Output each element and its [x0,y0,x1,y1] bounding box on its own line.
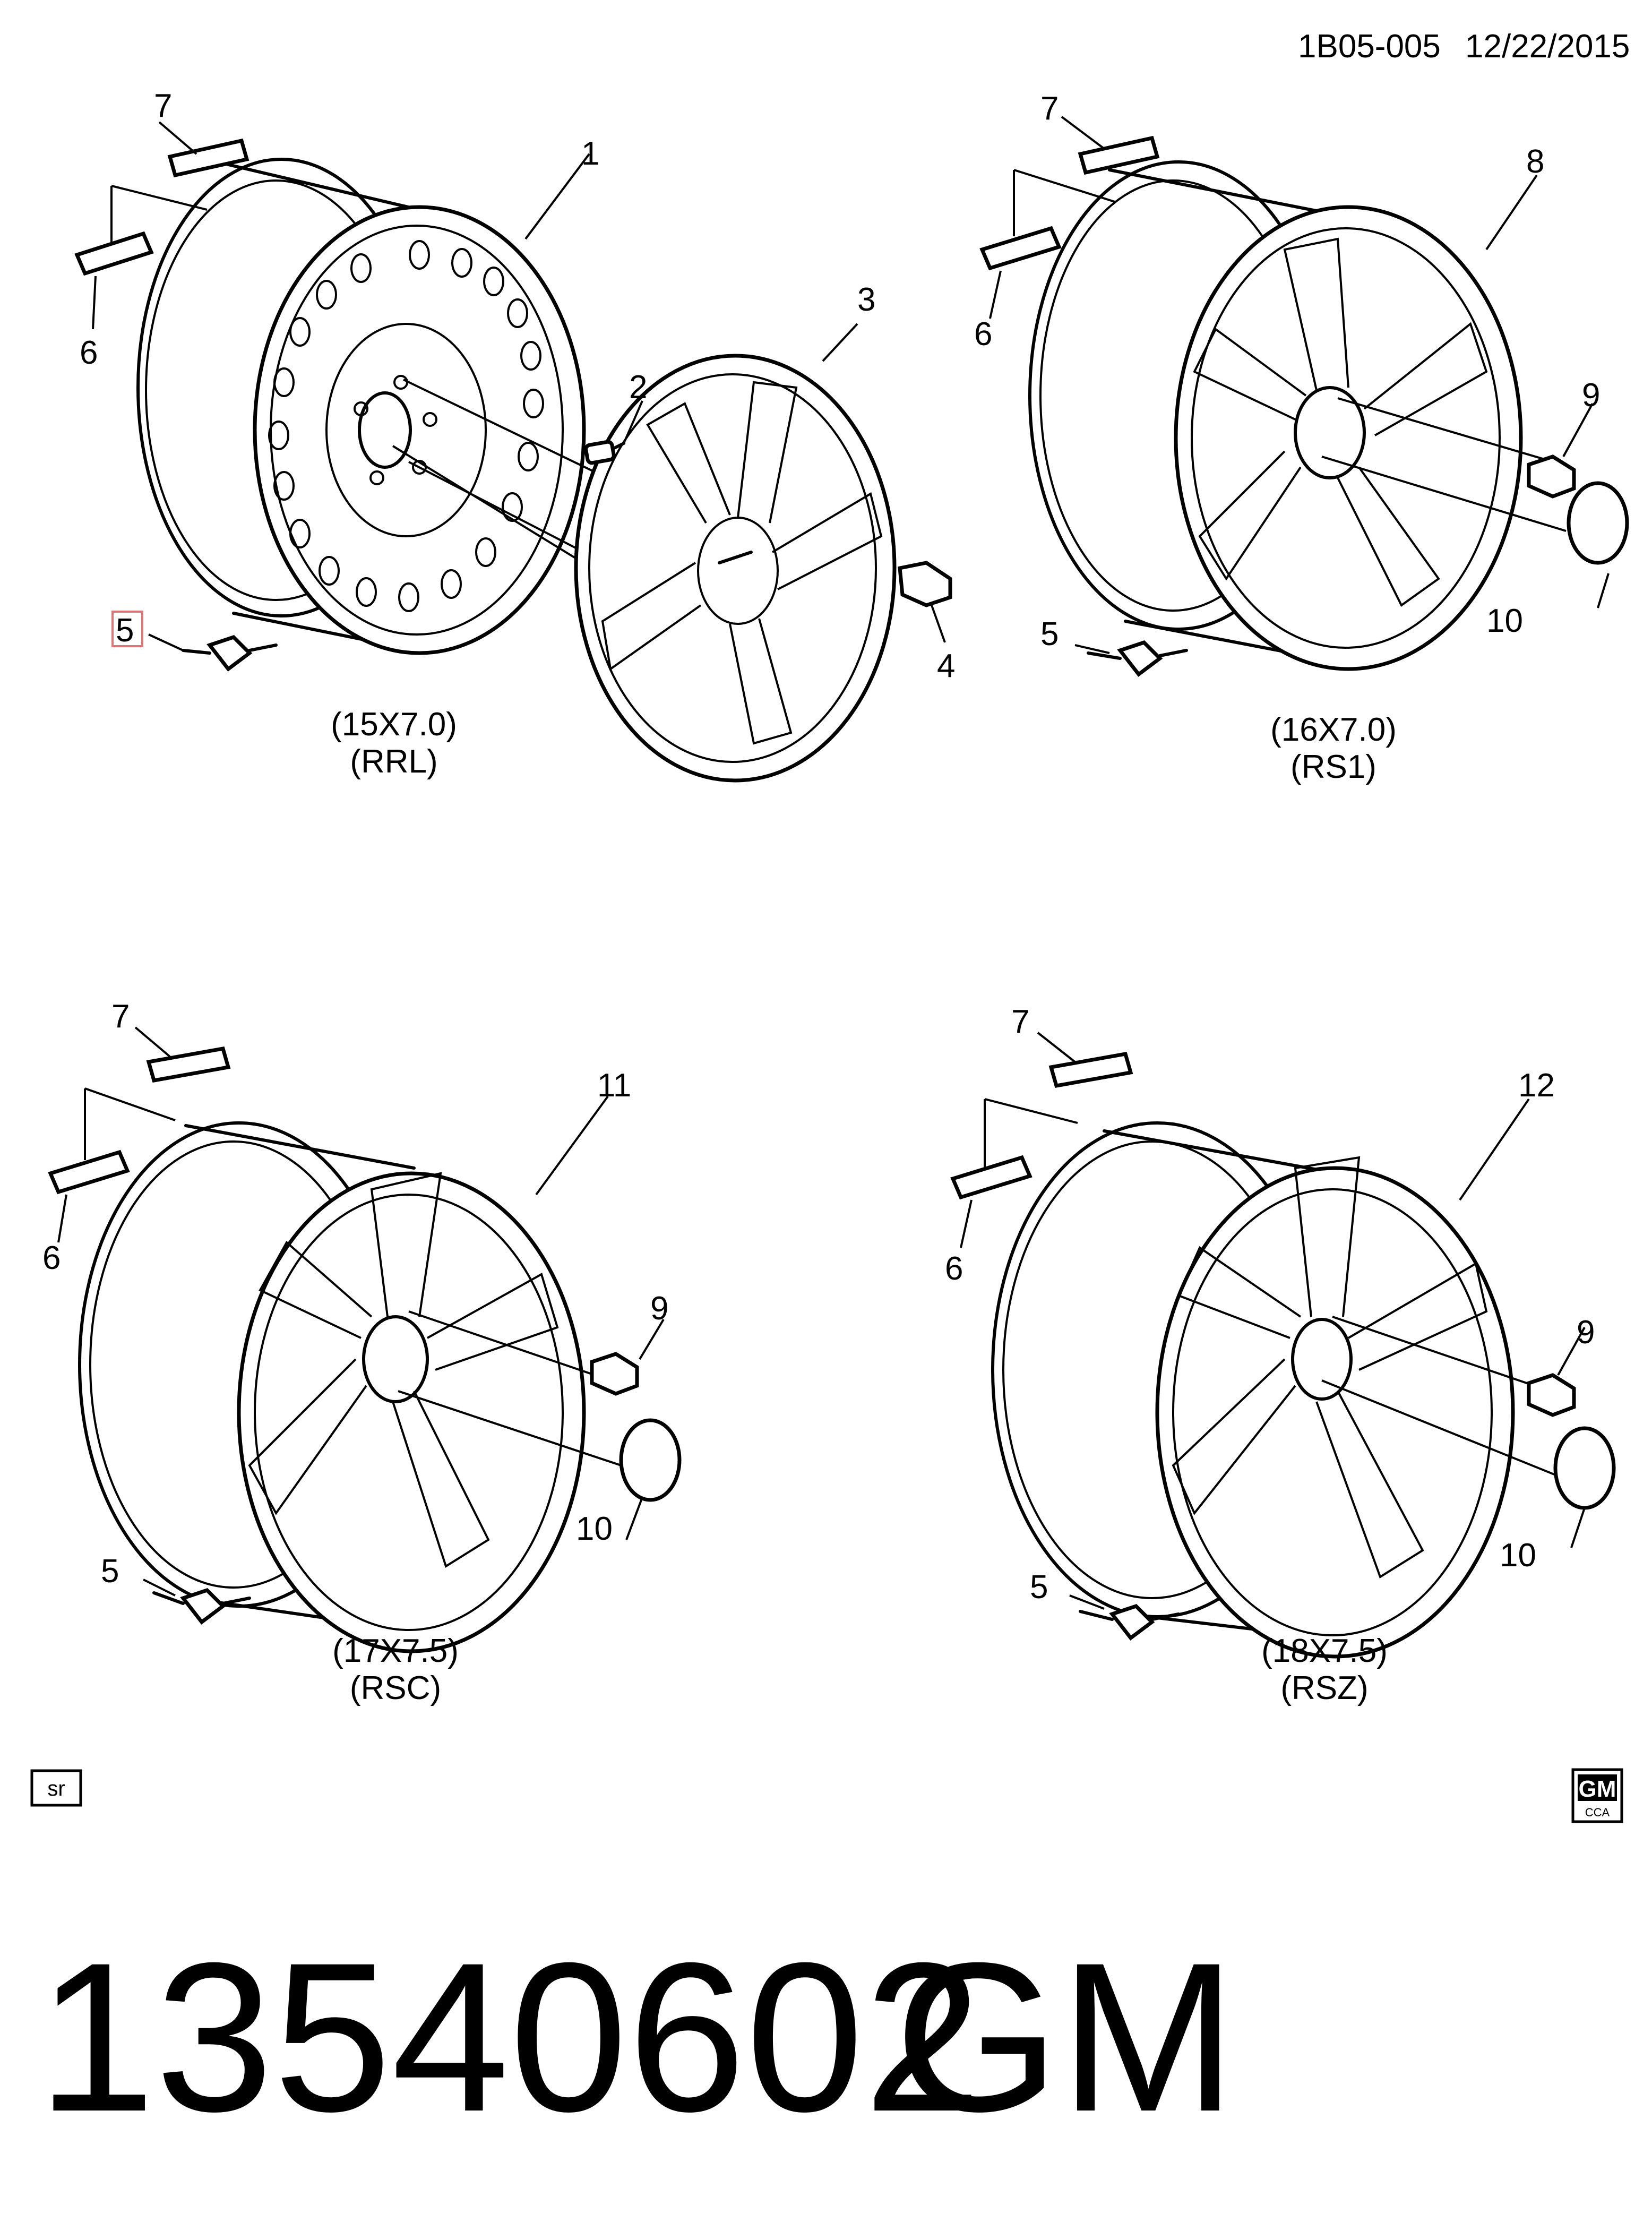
wheel-3-weight-7 [146,1046,231,1083]
callout-5-w1: 5 [116,612,134,649]
wheel-1-code: (RRL) [350,743,437,780]
brand-label: GM [894,1918,1236,2156]
callout-5-w4: 5 [1030,1569,1048,1606]
part-number: 13540602 [37,1918,982,2156]
callout-10-w4: 10 [1500,1537,1536,1574]
wheel-3-tpms-sensor [180,1588,226,1625]
callout-6-w1: 6 [80,334,98,371]
callout-7-w1: 7 [154,88,172,124]
bowtie-emblem [718,551,753,564]
callout-3: 3 [857,281,875,318]
callout-4: 4 [937,648,955,684]
wheel-2-tpms-sensor [1117,640,1163,677]
valve-stem [584,440,625,465]
wheel-3-face [237,1171,586,1653]
document-date: 12/22/2015 [1465,28,1630,65]
callout-6-w3: 6 [42,1240,61,1276]
wheel-2-lug-nut [1527,454,1576,499]
wheel-4-alloy [950,1051,1616,1659]
wheel-4-weight-6 [950,1155,1032,1200]
wheel-4-size: (18X7.5) [1261,1633,1388,1669]
wheel-1-weights [74,138,249,276]
callout-7-w4: 7 [1011,1003,1029,1040]
wheel-2-code: (RS1) [1290,749,1376,785]
callout-11: 11 [597,1067,631,1104]
wheel-2-alloy [979,135,1629,677]
wheel-4-tpms-sensor [1109,1603,1155,1641]
wheel-1-lug-nut [898,561,952,607]
callout-6-w2: 6 [974,316,992,353]
wheel-4-code: (RSZ) [1280,1670,1368,1706]
callout-9-w3: 9 [650,1290,668,1327]
wheel-4-face [1155,1166,1515,1659]
callout-7-w3: 7 [111,998,130,1035]
sr-label: sr [47,1777,65,1800]
callout-12: 12 [1518,1067,1555,1104]
wheel-4-lug-nut [1527,1373,1576,1417]
callout-1: 1 [581,135,599,172]
callout-2: 2 [629,369,647,406]
callout-5-w2: 5 [1040,616,1059,653]
wheel-4-weight-7 [1048,1051,1133,1088]
wheel-3-lug-nut [590,1352,639,1396]
callout-5-w3: 5 [101,1553,119,1590]
callout-9-w4: 9 [1577,1314,1595,1351]
wheel-3-center-cap [619,1418,682,1502]
wheel-2-weight-7 [1078,135,1160,175]
hub-cap [574,354,897,783]
wheel-2-size: (16X7.0) [1270,711,1397,748]
callout-6-w4: 6 [945,1250,963,1287]
wheel-3-alloy [48,1046,682,1653]
callout-7-w2: 7 [1040,90,1059,127]
callout-10-w3: 10 [576,1511,613,1547]
document-id: 1B05-005 [1298,28,1441,65]
wheel-1-center-bore [358,391,412,469]
callout-9-w2: 9 [1582,377,1600,414]
wheel-4-center-cap [1553,1426,1616,1510]
callout-5-highlight [111,611,143,647]
gm-logo-sub: CCA [1585,1806,1610,1819]
wheel-2-face [1174,205,1523,671]
wheel-1-tpms-sensor [182,634,278,672]
callout-10-w2: 10 [1486,603,1523,639]
wheel-1-size: (15X7.0) [331,706,457,743]
wheel-3-size: (17X7.5) [332,1633,459,1669]
wheel-3-weight-6 [48,1149,130,1195]
sr-box [30,1769,82,1807]
gm-logo: GM CCA [1571,1768,1623,1823]
wheel-1-face [253,205,586,655]
wheel-2-center-cap [1567,481,1629,565]
wheel-2-weight-6 [979,226,1062,271]
callout-8: 8 [1526,143,1544,180]
gm-logo-text: GM [1579,1776,1616,1802]
wheel-3-code: (RSC) [350,1670,441,1706]
